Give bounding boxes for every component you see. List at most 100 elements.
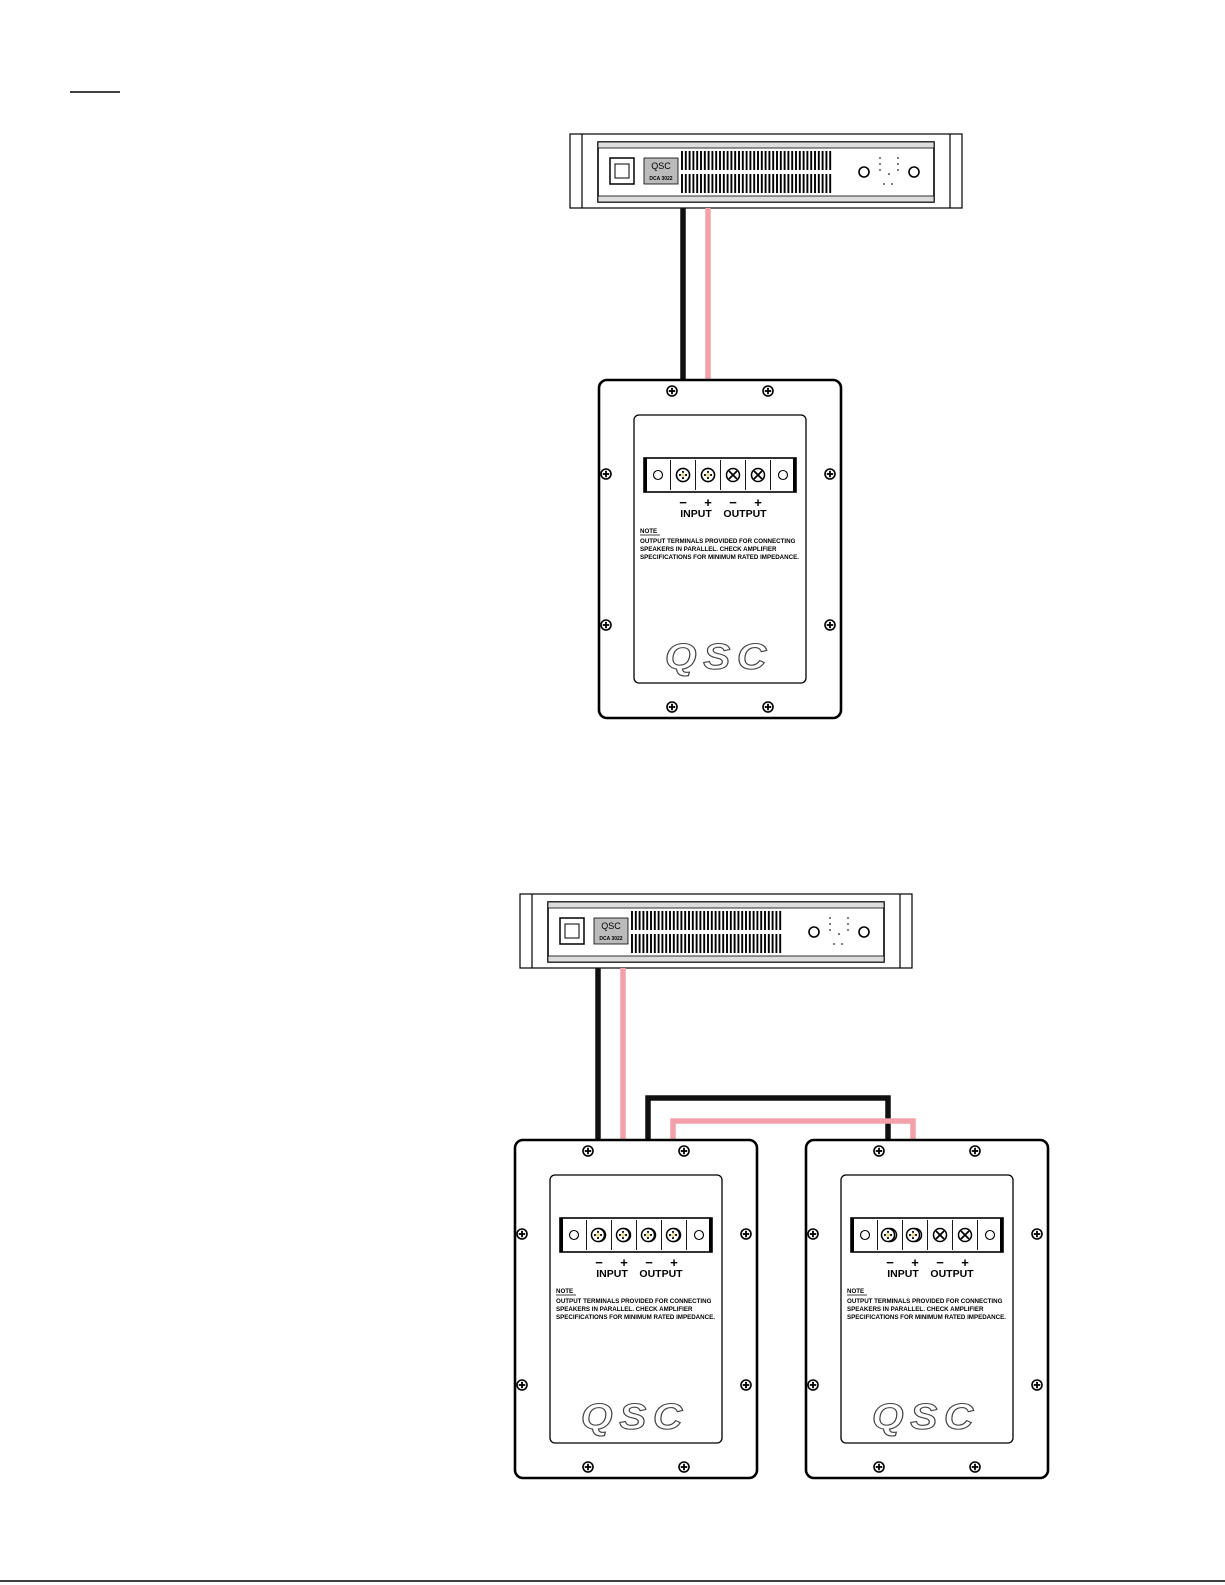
terminal-strip [559,1217,713,1253]
screw-icon [678,1145,690,1157]
screw-icon [666,701,678,713]
polarity-sign: − [886,1255,894,1270]
polarity-sign: − [936,1255,944,1270]
terminal-screw-icon [725,467,741,483]
terminal-screw-icon [932,1227,948,1243]
wire-terminal-icon [615,1227,631,1243]
amp-brand: QSC [601,921,621,931]
indicator-led [829,923,831,925]
screw-icon [969,1145,981,1157]
amp-bottom-trim [547,955,885,963]
indicator-led [888,173,890,175]
amp-logo-plate [643,157,679,185]
output-label: OUTPUT [723,508,767,520]
screw-icon [666,385,678,397]
screw-icon [873,1461,885,1473]
screw-icon [600,468,612,480]
terminal-contact [680,472,686,478]
polarity-sign: − [729,495,737,510]
terminal-strip [643,457,797,493]
wire-terminal-icon [880,1227,896,1243]
amp-brand: QSC [651,161,671,171]
amp-power-rocker [564,923,580,939]
screw-icon [969,1461,981,1473]
note-line: SPEAKERS IN PARALLEL. CHECK AMPLIFIER [640,546,777,553]
amp-indicator-dots [879,157,899,185]
polarity-sign: + [670,1255,678,1270]
terminal-contact [620,1232,626,1238]
wire-terminal-icon [905,1227,921,1243]
terminal-contact [910,1232,916,1238]
screw-icon [824,619,836,631]
screw-icon [824,468,836,480]
indicator-led [847,929,849,931]
terminal-hole [568,1229,580,1241]
amp-model: DCA 3022 [599,936,622,942]
terminal-contact [595,1232,601,1238]
note-title: NOTE [640,528,657,535]
qsc-logo: QSC [872,1396,980,1437]
terminal-screw-slot [728,470,738,480]
indicator-led [879,157,881,159]
indicator-led [838,933,840,935]
screw-icon [740,1228,752,1240]
screw-icon [516,1379,528,1391]
input-label: INPUT [680,508,712,520]
terminal-hole [984,1229,996,1241]
input-label: INPUT [887,1268,919,1280]
terminal-screw-icon [957,1227,973,1243]
amp-logo-plate [593,917,629,945]
screw-icon [807,1228,819,1240]
amp-vent-grille [631,911,782,953]
amp-power-rocker [614,163,630,179]
screw-icon [516,1228,528,1240]
note-line: SPEAKERS IN PARALLEL. CHECK AMPLIFIER [556,1306,693,1313]
indicator-led [891,183,893,185]
wire-terminal-icon [700,467,716,483]
terminal-hole [859,1229,871,1241]
amp-model: DCA 3022 [649,176,672,182]
terminal-hole [777,469,789,481]
amp-gain-knob-icon [908,166,920,178]
qsc-logo: QSC [665,636,773,677]
note-line: OUTPUT TERMINALS PROVIDED FOR CONNECTING [847,1298,1003,1305]
terminal-contact [645,1232,651,1238]
screw-icon [762,701,774,713]
terminal-hole [652,469,664,481]
terminal-strip-edge [793,458,796,492]
note-line: OUTPUT TERMINALS PROVIDED FOR CONNECTING [640,538,796,545]
screw-icon [582,1461,594,1473]
wire-terminal-icon [590,1227,606,1243]
indicator-led [829,917,831,919]
indicator-led [833,943,835,945]
polarity-sign: + [911,1255,919,1270]
terminal-strip [850,1217,1004,1253]
note-line: SPECIFICATIONS FOR MINIMUM RATED IMPEDAN… [640,554,799,561]
amp-indicator-dots [829,917,849,945]
amp-bottom-trim [597,195,935,203]
qsc-logo: QSC [581,1396,689,1437]
screw-icon [1031,1228,1043,1240]
screw-icon [582,1145,594,1157]
polarity-sign: − [595,1255,603,1270]
note-line: OUTPUT TERMINALS PROVIDED FOR CONNECTING [556,1298,712,1305]
terminal-contact [885,1232,891,1238]
indicator-led [897,163,899,165]
screw-icon [762,385,774,397]
amp-vent-grille [681,151,832,193]
amplifier: QSC DCA 3022 [519,893,913,969]
amp-gain-knob-icon [808,926,820,938]
output-label: OUTPUT [639,1268,683,1280]
note-title: NOTE [556,1288,573,1295]
note-line: SPEAKERS IN PARALLEL. CHECK AMPLIFIER [847,1306,984,1313]
screw-icon [600,619,612,631]
terminal-strip-edge [709,1218,712,1252]
amp-top-trim [547,901,885,909]
polarity-sign: + [620,1255,628,1270]
note-title: NOTE [847,1288,864,1295]
polarity-sign: + [754,495,762,510]
amplifier: QSC DCA 3022 [569,133,963,209]
